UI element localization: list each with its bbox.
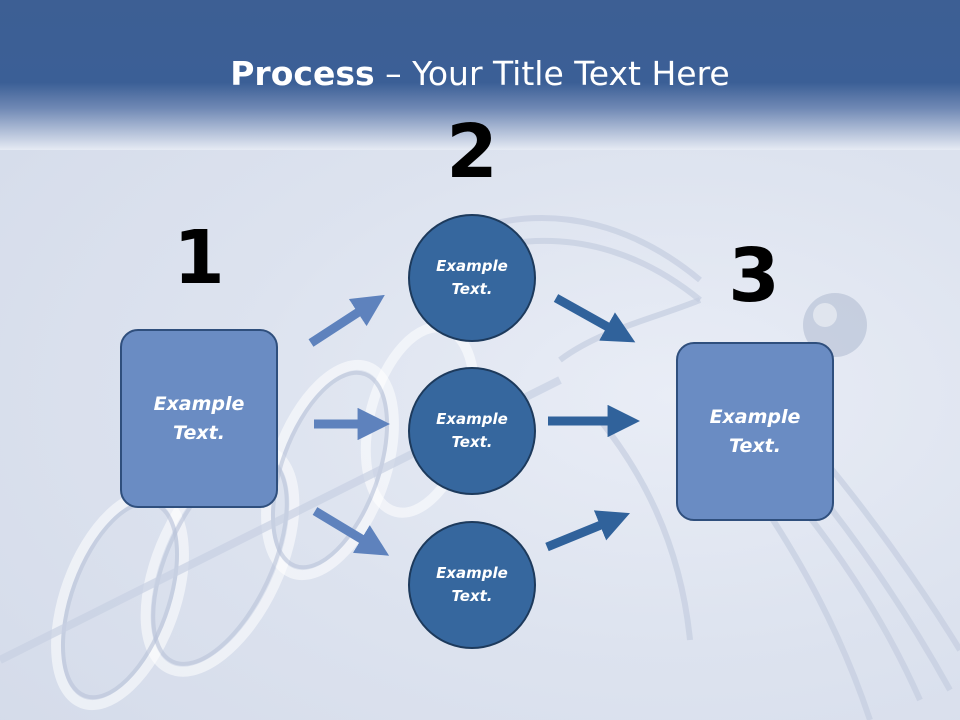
step-3-line-2: Text.	[729, 434, 781, 457]
step-number-3: 3	[728, 233, 780, 319]
circle-bottom-line-1: Example	[436, 564, 508, 582]
circle-top-line-2: Text.	[451, 280, 493, 298]
right-arrow-icon-from-bottom	[545, 510, 630, 552]
step-1-box: Example Text.	[120, 329, 278, 508]
step-2-circle-top: Example Text.	[408, 214, 536, 342]
step-2-circle-bottom: Example Text.	[408, 521, 536, 649]
circle-top-line-1: Example	[436, 257, 508, 275]
step-3-box: Example Text.	[676, 342, 834, 521]
right-arrow-icon-to-top	[308, 294, 385, 347]
step-2-circle-middle-text: Example Text.	[436, 408, 508, 454]
title-regular-part: – Your Title Text Here	[374, 54, 730, 93]
step-3-box-text: Example Text.	[710, 403, 801, 461]
step-1-line-1: Example	[153, 392, 245, 415]
step-1-line-2: Text.	[173, 421, 225, 444]
step-number-2: 2	[446, 109, 498, 195]
circle-middle-line-1: Example	[436, 410, 508, 428]
step-2-circle-bottom-text: Example Text.	[436, 562, 508, 608]
title-bold-part: Process	[230, 54, 375, 93]
right-arrow-icon-from-top	[553, 294, 636, 343]
circle-bottom-line-2: Text.	[451, 587, 493, 605]
page-title: Process – Your Title Text Here	[0, 52, 960, 96]
step-3-line-1: Example	[709, 405, 801, 428]
step-2-circle-middle: Example Text.	[408, 367, 536, 495]
step-2-circle-top-text: Example Text.	[436, 255, 508, 301]
step-number-1: 1	[173, 215, 225, 301]
circle-middle-line-2: Text.	[451, 433, 493, 451]
step-1-box-text: Example Text.	[154, 390, 245, 448]
title-banner	[0, 0, 960, 150]
right-arrow-icon-to-bottom	[312, 507, 390, 556]
